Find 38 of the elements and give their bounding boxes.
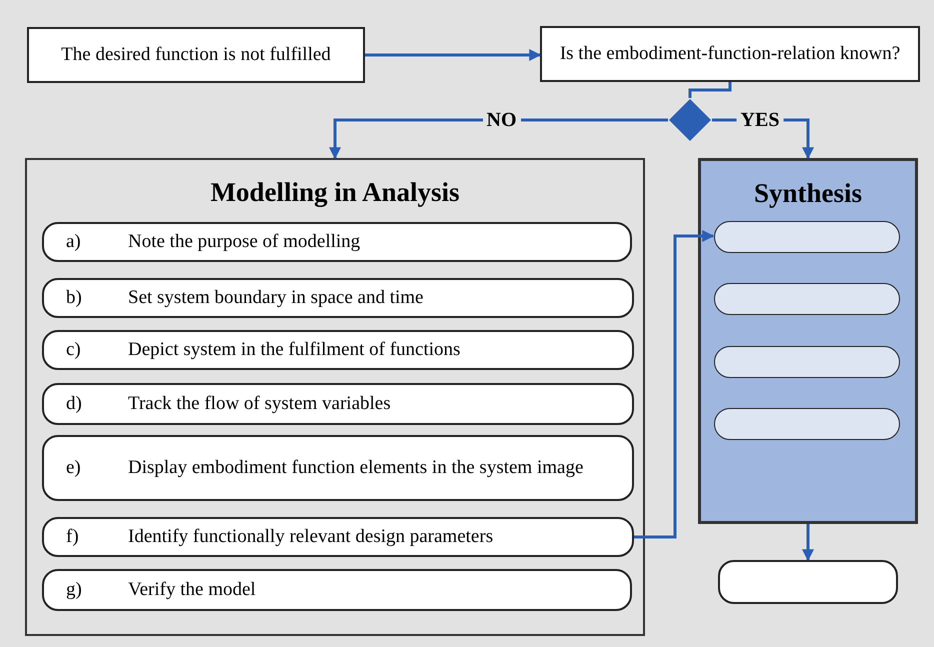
step-letter: b)	[66, 286, 83, 310]
step-box	[42, 330, 634, 370]
arrow	[365, 49, 542, 61]
step-letter: f)	[66, 525, 80, 549]
empty-box	[714, 346, 900, 378]
step-text: Note the purpose of modelling	[128, 230, 360, 254]
step-text: Identify functionally relevant design parameters	[128, 525, 494, 549]
step-letter: g)	[66, 578, 83, 602]
step-box	[42, 222, 632, 262]
empty-box	[714, 221, 900, 253]
arrow	[802, 524, 814, 562]
step-letter: d)	[66, 392, 83, 416]
group-title: Synthesis	[752, 179, 864, 209]
step-box	[42, 435, 634, 501]
step-text: Display embodiment function elements in the system image	[128, 456, 584, 480]
step-box	[42, 569, 632, 611]
connector-line	[688, 82, 732, 98]
step-letter: a)	[66, 230, 82, 254]
decision-diamond	[668, 98, 712, 142]
group-panel	[25, 158, 645, 636]
arrow	[634, 230, 714, 538]
synthesis-panel	[698, 158, 918, 524]
arrow	[329, 118, 668, 160]
empty-box	[714, 283, 900, 315]
empty-box	[714, 408, 900, 440]
step-text: Track the flow of system variables	[128, 392, 391, 416]
process-box: The desired function is not fulfilled	[27, 27, 365, 83]
step-letter: e)	[66, 456, 82, 480]
step-box	[42, 278, 634, 318]
step-box	[42, 517, 634, 557]
step-text: Depict system in the fulfilment of functions	[128, 338, 460, 362]
step-box	[42, 383, 634, 425]
empty-box	[718, 560, 898, 604]
group-title: Modelling in Analysis	[209, 178, 461, 208]
step-letter: c)	[66, 338, 82, 362]
process-box: Is the embodiment-function-relation known?	[540, 26, 920, 82]
step-text: Verify the model	[128, 578, 256, 602]
step-text: Set system boundary in space and time	[128, 286, 424, 310]
